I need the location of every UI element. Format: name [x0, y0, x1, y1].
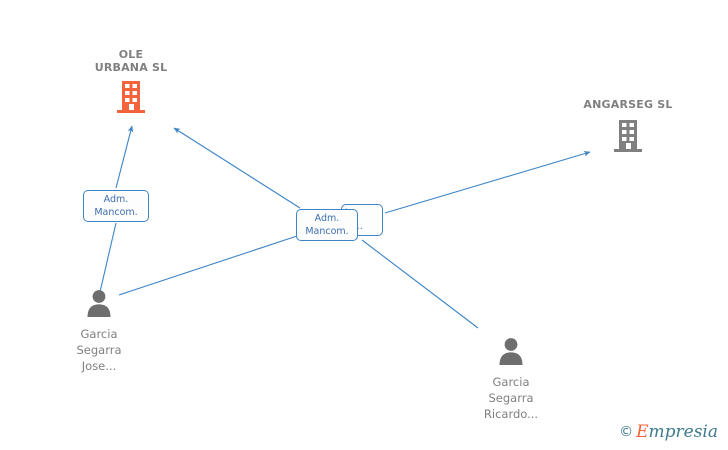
building-icon [568, 111, 688, 157]
role-box-center-front[interactable]: Adm. Mancom. [296, 209, 358, 241]
edge-rolecenter-to-ricardo [361, 239, 479, 329]
company-label-ole-urbana: OLE URBANA SL [94, 48, 168, 74]
person-node-garcia-segarra-ricardo[interactable]: Garcia Segarra Ricardo... [466, 336, 556, 422]
company-node-ole-urbana[interactable]: OLE URBANA SL [76, 48, 186, 118]
person-icon [466, 336, 556, 370]
company-node-angarseg[interactable]: ANGARSEG SL [568, 98, 688, 157]
edge-roleleft-to-oleurbana [115, 125, 134, 189]
person-node-garcia-segarra-jose[interactable]: Garcia Segarra Jose... [54, 288, 144, 374]
edge-jose-to-rolecenter [118, 235, 298, 296]
role-box-left[interactable]: Adm. Mancom. [83, 190, 149, 222]
brand-name: Empresia [636, 422, 718, 442]
person-label-garcia-segarra-jose: Garcia Segarra Jose... [76, 327, 122, 373]
building-icon [76, 74, 186, 118]
person-label-garcia-segarra-ricardo: Garcia Segarra Ricardo... [483, 375, 539, 421]
company-label-angarseg: ANGARSEG SL [583, 98, 673, 111]
copyright-icon: © [619, 424, 634, 440]
edge-rolecenter-to-oleurbana [173, 127, 301, 209]
edge-rolecenter-to-angarseg [384, 150, 591, 214]
person-icon [54, 288, 144, 322]
empresia-watermark: © Empresia [619, 422, 718, 442]
edge-jose-to-roleleft [99, 222, 117, 293]
